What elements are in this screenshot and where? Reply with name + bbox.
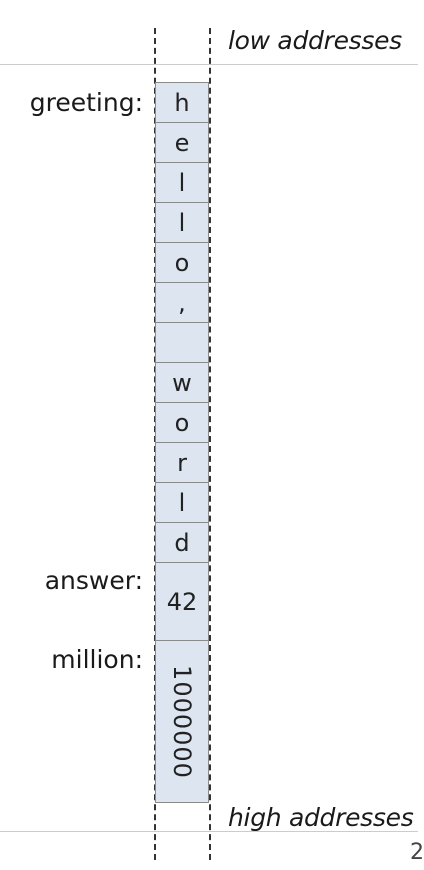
memory-cell: , — [155, 282, 209, 323]
memory-cell: r — [155, 442, 209, 483]
cell-value: 1000000 — [168, 664, 197, 779]
greeting-label: greeting: — [29, 88, 143, 117]
memory-cell: l — [155, 162, 209, 203]
cell-value: l — [178, 168, 186, 197]
memory-cell-answer: 42 — [155, 562, 209, 641]
answer-label: answer: — [44, 566, 143, 595]
memory-cell: o — [155, 402, 209, 443]
memory-cell: w — [155, 362, 209, 403]
cell-value: r — [177, 448, 187, 477]
memory-cell-million: 1000000 — [155, 640, 209, 803]
memory-cell — [155, 322, 209, 363]
cell-value: h — [174, 88, 190, 117]
cell-value: e — [174, 128, 190, 157]
cell-value: l — [178, 488, 186, 517]
cell-value: d — [174, 528, 190, 557]
memory-cell: h — [155, 82, 209, 123]
right-dashed-guide — [209, 28, 211, 860]
million-label: million: — [51, 645, 143, 674]
page-number-fragment: 2 — [410, 840, 424, 865]
cell-value: 42 — [166, 587, 198, 616]
memory-cell: o — [155, 242, 209, 283]
high-addresses-label: high addresses — [228, 803, 414, 832]
cell-value: l — [178, 208, 186, 237]
cell-value: w — [172, 368, 192, 397]
low-addresses-label: low addresses — [228, 26, 402, 55]
cell-value: o — [174, 248, 190, 277]
memory-cell: l — [155, 202, 209, 243]
memory-cell: l — [155, 482, 209, 523]
cell-value: , — [178, 288, 186, 317]
memory-cell: e — [155, 122, 209, 163]
memory-cell: d — [155, 522, 209, 563]
cell-value: o — [174, 408, 190, 437]
